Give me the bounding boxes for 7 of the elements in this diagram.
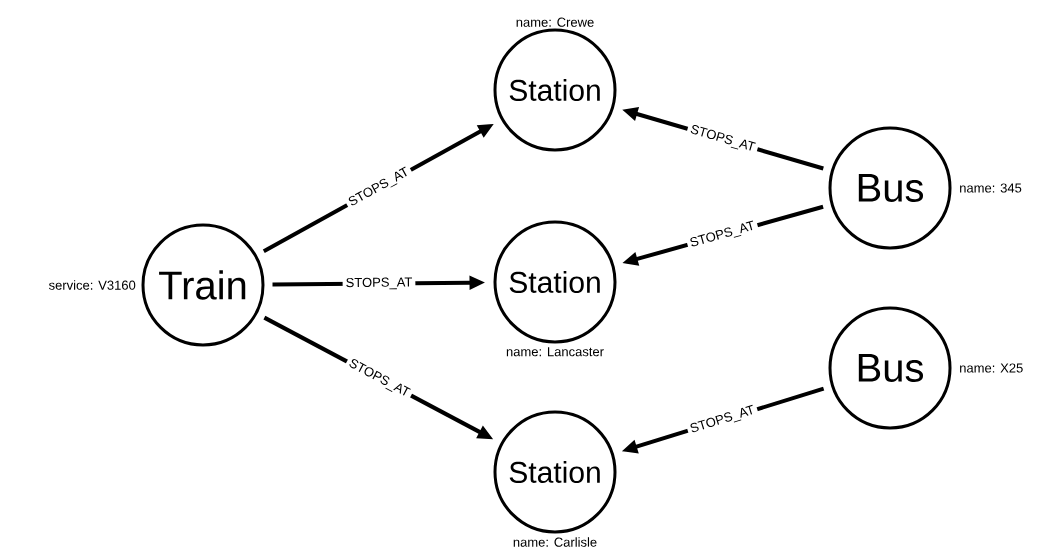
property-label: service: V3160 (48, 280, 136, 290)
property-label: name: Lancaster (506, 347, 604, 357)
property-label: name: X25 (960, 363, 1023, 373)
property-label: name: Carlisle (513, 537, 597, 547)
edge-label: STOPS_AT (342, 274, 416, 293)
property-label: name: 345 (960, 183, 1022, 193)
property-label: name: Crewe (516, 17, 594, 27)
